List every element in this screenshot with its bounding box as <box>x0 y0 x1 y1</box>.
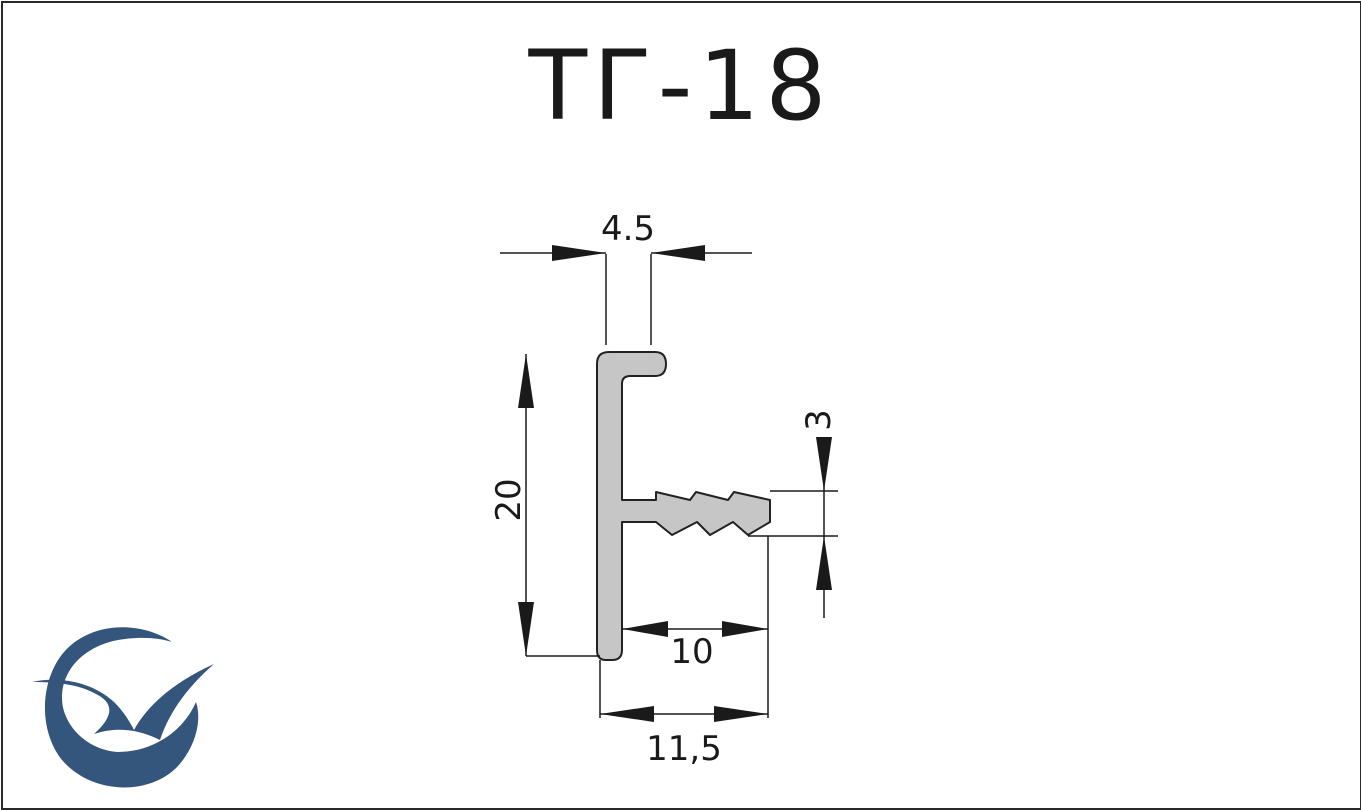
dimension-height: 20 <box>489 354 600 657</box>
profile-shape <box>596 351 771 661</box>
profile-title: ТГ-18 <box>528 30 833 142</box>
dimension-top-width: 4.5 <box>500 209 752 345</box>
dimension-stem-length: 10 <box>622 536 769 718</box>
dimension-overall-width-label: 11,5 <box>646 729 722 769</box>
dimension-tooth-height-label: 3 <box>799 409 839 431</box>
dimension-tooth-height: 3 <box>748 409 839 618</box>
dimension-overall-width: 11,5 <box>599 660 768 769</box>
dimension-top-width-label: 4.5 <box>601 209 655 249</box>
dimension-stem-length-label: 10 <box>670 632 713 672</box>
dimension-height-label: 20 <box>489 478 529 521</box>
bird-circle-logo-icon <box>32 627 214 788</box>
